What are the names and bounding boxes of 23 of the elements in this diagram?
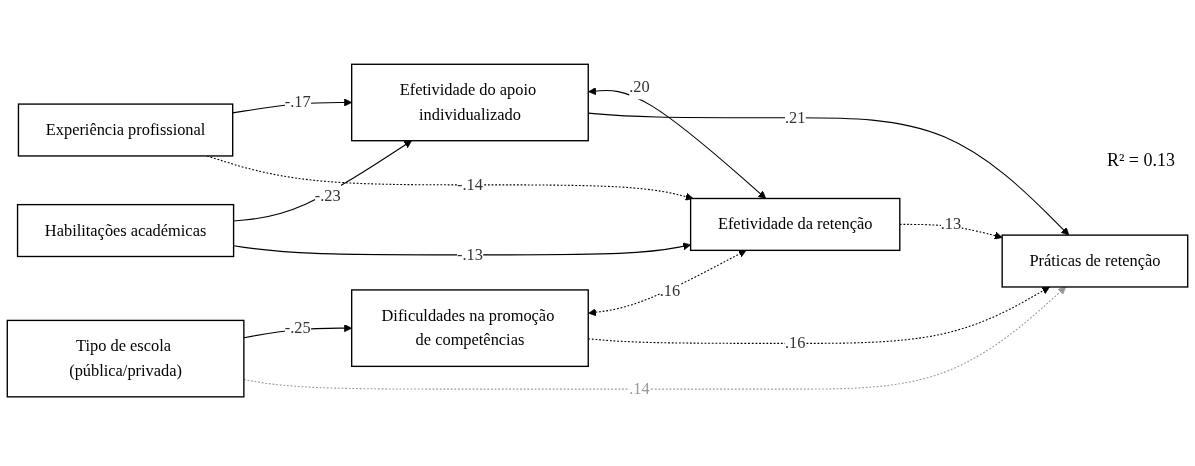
node-box: Experiência profissional xyxy=(17,103,234,157)
edge-label: .16 xyxy=(659,281,681,300)
node-box: Dificuldades na promoção de competências xyxy=(351,289,589,368)
edge-label: -.23 xyxy=(314,186,341,205)
edge-label: .20 xyxy=(629,77,650,97)
edge-label: -.14 xyxy=(457,175,483,194)
arrow xyxy=(233,140,412,222)
edge-label: .13 xyxy=(940,215,962,234)
arrow xyxy=(233,242,691,256)
edge-label: -.25 xyxy=(284,318,311,337)
edge-label: -.13 xyxy=(457,245,483,264)
node-box: Efetividade da retenção xyxy=(689,197,901,252)
node-box: Tipo de escola (pública/privada) xyxy=(6,319,245,398)
arrow xyxy=(588,87,767,199)
edge-label: -.17 xyxy=(284,93,311,112)
arrow xyxy=(588,250,747,317)
edge-label: .16 xyxy=(784,333,806,353)
fit-statistic: R² = 0.13 xyxy=(1106,150,1175,171)
edge-label: .14 xyxy=(629,379,650,398)
node-box: Efetividade do apoio individualizado xyxy=(351,63,589,142)
node-box: Habilitações académicas xyxy=(16,204,235,258)
edge-label: .21 xyxy=(784,108,806,127)
node-box: Práticas de retenção xyxy=(1001,234,1189,288)
